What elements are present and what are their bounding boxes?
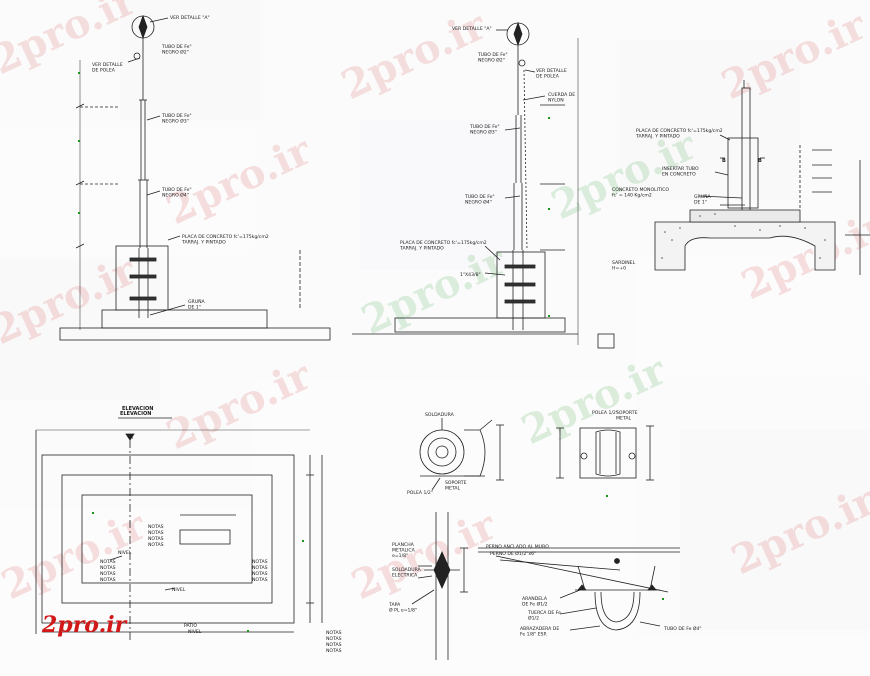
plan-notas: NOTAS [148, 536, 164, 542]
left-elevation-dots [78, 72, 80, 214]
plan-notas: NOTAS [252, 571, 268, 577]
label-ver-detalle-a: VER DETALLE "A" [170, 15, 210, 21]
label-tubo-3: TUBO DE Fe°NEGRO Ø3" [469, 124, 500, 136]
label-ver-detalle-a: VER DETALLE "A" [452, 26, 492, 32]
plan-title-shadow: ELEVACION [122, 406, 153, 412]
label-tubo: TUBO DE Fe Ø4" [663, 625, 702, 632]
plan-notas: NOTAS [100, 559, 116, 565]
label-perno: PERNO DE Ø1/2"x6" [490, 550, 536, 557]
plan-notas: NOTAS [252, 559, 268, 565]
plan-nivel: NIVEL [172, 587, 186, 593]
label-soldadura: SOLDADURA [425, 412, 455, 418]
brand-logo[interactable]: 2pro.ir [42, 612, 127, 638]
label-tubo-2: TUBO DE Fe°NEGRO Ø2" [477, 52, 508, 64]
plan-title: ELEVACION [120, 411, 151, 417]
plan-notas: NOTAS [100, 577, 116, 583]
label-tubo-2: TUBO DE Fe°NEGRO Ø2" [161, 44, 192, 56]
plan-view [35, 429, 323, 640]
label-tubo-4: TUBO DE Fe°NEGRO Ø4" [464, 194, 495, 206]
plan-nivel: NIVEL [118, 550, 132, 556]
middle-elevation-dots [548, 117, 550, 317]
label-section-b: B [722, 158, 726, 164]
left-flagpole-elevation [59, 14, 331, 341]
plan-notas: NOTAS [148, 542, 164, 548]
plan-notas: NOTAS [326, 630, 342, 636]
section-detail [654, 80, 870, 275]
plan-notas: NOTAS [252, 565, 268, 571]
anchor-dots [606, 495, 664, 600]
label-polea-left: POLEA 1/2" [407, 490, 433, 496]
plan-green-marks [92, 512, 304, 632]
plan-notas: NOTAS [100, 565, 116, 571]
label-tubo-3: TUBO DE Fe°NEGRO Ø3" [161, 113, 192, 125]
middle-flagpole-elevation [352, 21, 615, 349]
plan-patio-nivel: NIVEL [188, 629, 202, 635]
label-anclado: PERNO ANCLADO AL MURO [486, 544, 549, 550]
label-polea-right: POLEA 1/2" [592, 410, 618, 416]
pulley-detail [419, 418, 654, 491]
anchor-detail [411, 512, 680, 660]
plan-notas: NOTAS [326, 648, 342, 654]
label-tubo-4: TUBO DE Fe°NEGRO Ø4" [161, 187, 192, 199]
plan-notas: NOTAS [148, 524, 164, 530]
section-marker-a: A [130, 435, 134, 441]
plan-notas: NOTAS [326, 642, 342, 648]
label-perno: 1"X43/8" [460, 272, 481, 278]
plan-notas: NOTAS [252, 577, 268, 583]
plan-notas: NOTAS [148, 530, 164, 536]
label-section-b: B [758, 158, 762, 164]
plan-notas: NOTAS [326, 636, 342, 642]
plan-labels: ELEVACION ELEVACION A NOTAS NOTAS NOTAS … [100, 406, 342, 654]
plan-patio: PATIO [184, 623, 197, 629]
plan-notas: NOTAS [100, 571, 116, 577]
section-hatch [661, 213, 826, 259]
